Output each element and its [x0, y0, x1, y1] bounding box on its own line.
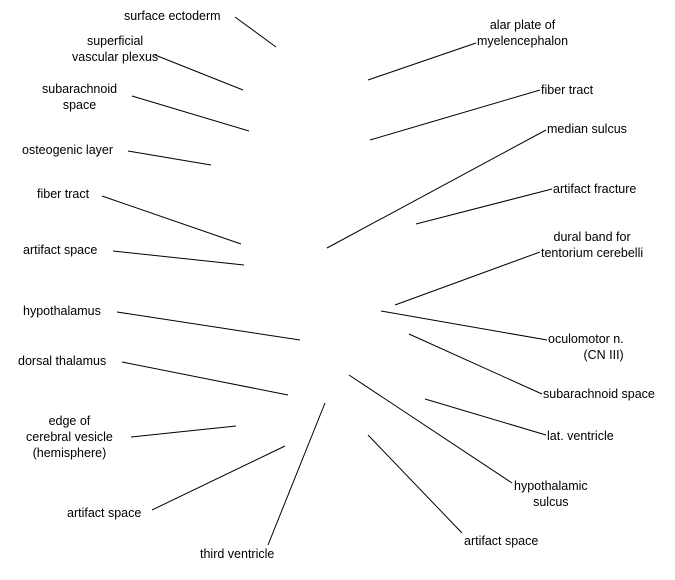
label-third-ventricle: third ventricle: [200, 546, 274, 562]
leader-edge-of-cerebral-vesicle: [130, 425, 237, 438]
leader-dural-band: [394, 251, 541, 306]
label-dorsal-thalamus: dorsal thalamus: [18, 353, 106, 369]
leader-third-ventricle: [267, 402, 326, 546]
label-text: oculomotor n.(CN III): [548, 332, 624, 362]
label-hypothalamus: hypothalamus: [23, 303, 101, 319]
label-lat-ventricle: lat. ventricle: [547, 428, 614, 444]
leader-fiber-tract-left: [101, 195, 242, 245]
leader-lat-ventricle: [424, 398, 547, 436]
label-oculomotor-nerve: oculomotor n.(CN III): [548, 331, 624, 363]
leader-fiber-tract-right: [369, 89, 541, 141]
leader-subarachnoid-space-left: [131, 95, 250, 132]
label-artifact-fracture: artifact fracture: [553, 181, 636, 197]
label-text: hypothalamus: [23, 304, 101, 318]
leader-median-sulcus: [326, 129, 547, 249]
leader-artifact-fracture: [415, 188, 553, 225]
leader-surface-ectoderm: [234, 16, 277, 48]
leader-osteogenic-layer: [127, 150, 212, 166]
label-text: median sulcus: [547, 122, 627, 136]
leader-artifact-space-lower-right: [367, 434, 463, 534]
label-text: fiber tract: [37, 187, 90, 201]
label-text: dorsal thalamus: [18, 354, 107, 368]
label-text: osteogenic layer: [22, 143, 114, 157]
label-fiber-tract-right: fiber tract: [541, 82, 593, 98]
leader-alar-plate: [367, 42, 477, 81]
label-text: subarachnoid space: [543, 387, 655, 401]
label-artifact-space-left: artifact space: [23, 242, 97, 258]
leader-hypothalamic-sulcus: [348, 374, 513, 484]
leader-hypothalamus: [116, 311, 301, 341]
label-fiber-tract-left: fiber tract: [37, 186, 89, 202]
label-surface-ectoderm: surface ectoderm: [124, 8, 221, 24]
label-subarachnoid-space-right: subarachnoid space: [543, 386, 655, 402]
leader-superficial-vascular-plexus: [154, 54, 244, 91]
leader-dorsal-thalamus: [121, 361, 289, 396]
label-text: artifact space: [464, 534, 539, 548]
label-artifact-space-lower-right: artifact space: [464, 533, 538, 549]
label-text: third ventricle: [200, 547, 275, 561]
leader-artifact-space-left: [112, 250, 245, 266]
label-text: fiber tract: [541, 83, 594, 97]
label-text: surface ectoderm: [124, 9, 221, 23]
label-text: lat. ventricle: [547, 429, 614, 443]
label-osteogenic-layer: osteogenic layer: [22, 142, 113, 158]
label-text: artifact space: [67, 506, 142, 520]
leader-oculomotor-n: [380, 310, 548, 341]
leader-subarachnoid-space-right: [408, 333, 543, 395]
label-median-sulcus: median sulcus: [547, 121, 627, 137]
label-text: artifact fracture: [553, 182, 637, 196]
leader-artifact-space-lower-left: [151, 445, 286, 511]
label-text: artifact space: [23, 243, 98, 257]
label-artifact-space-lower-left: artifact space: [67, 505, 141, 521]
